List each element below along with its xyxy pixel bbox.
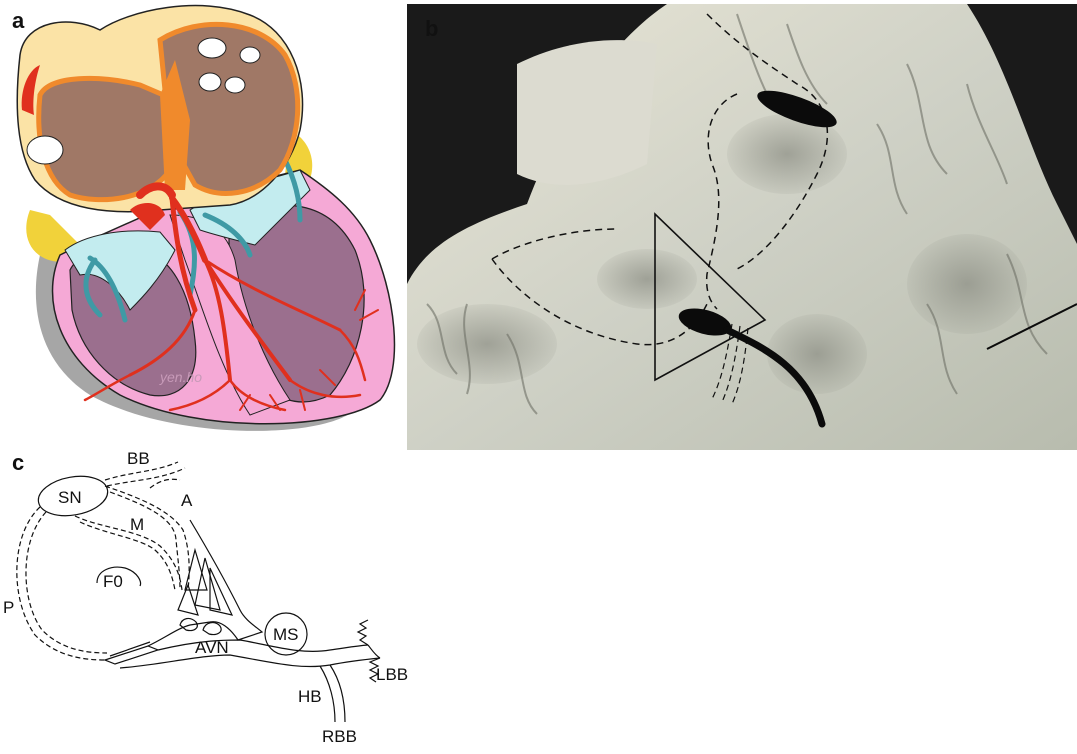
label-lbb: LBB: [376, 665, 408, 684]
vein-opening-1: [198, 38, 226, 58]
panel-letter-c: c: [12, 450, 24, 476]
label-a: A: [181, 491, 193, 510]
label-rbb: RBB: [322, 727, 357, 746]
heart-specimen-photo: [407, 4, 1077, 450]
shadow-recess-4: [907, 234, 1027, 334]
panel-letter-b: b: [425, 16, 438, 42]
label-ms: MS: [273, 625, 299, 644]
right-atrial-cavity: [39, 78, 175, 199]
tissue-upper-left: [517, 40, 657, 185]
his-bundle: [120, 655, 380, 668]
panel-letter-a: a: [12, 8, 24, 34]
heart-illustration: yen.ho: [0, 0, 400, 445]
panel-c: c: [0, 450, 410, 749]
vein-opening-2: [240, 47, 260, 63]
label-fo: F0: [103, 572, 123, 591]
label-bb: BB: [127, 450, 150, 468]
label-p: P: [3, 598, 14, 617]
vein-opening-4: [225, 77, 245, 93]
panel-a: a: [0, 0, 400, 445]
ivc-opening: [27, 136, 63, 164]
shadow-recess-5: [767, 314, 867, 394]
shadow-recess-3: [417, 304, 557, 384]
left-bundle-branch: [358, 620, 368, 645]
watermark: yen.ho: [159, 369, 202, 385]
conduction-schematic: SN BB A M F0 P AVN MS HB LBB RBB: [0, 450, 410, 749]
label-avn: AVN: [195, 638, 229, 657]
label-hb: HB: [298, 687, 322, 706]
posterior-pathway: [17, 507, 105, 660]
label-m: M: [130, 515, 144, 534]
vein-opening-3: [199, 73, 221, 91]
shadow-recess-2: [597, 249, 697, 309]
label-sn: SN: [58, 488, 82, 507]
panel-b: b: [407, 4, 1077, 450]
